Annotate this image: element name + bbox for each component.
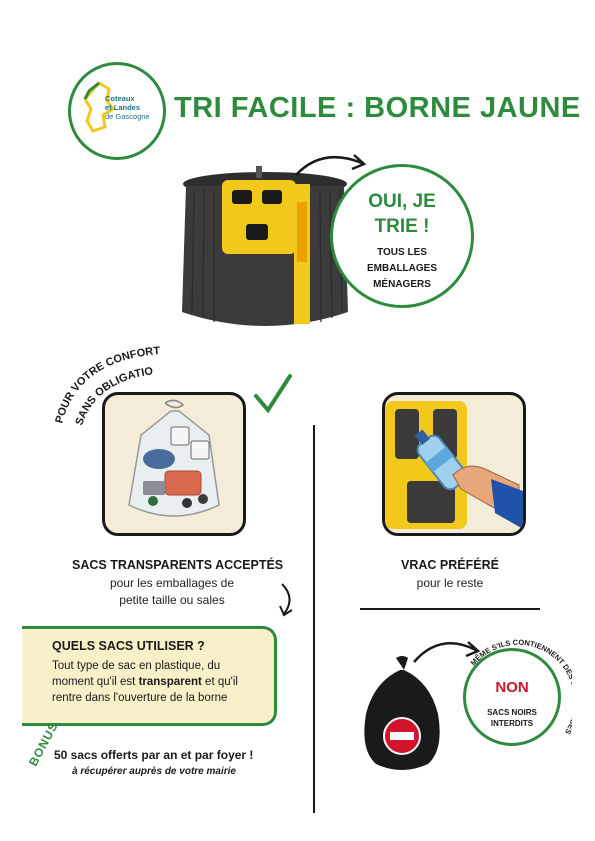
non-title: NON xyxy=(495,679,529,696)
logo: Coteaux et Landes de Gascogne xyxy=(68,62,166,160)
oui-je-trie-callout: OUI, JE TRIE ! TOUS LES EMBALLAGES MÉNAG… xyxy=(330,164,474,308)
quels-sacs-line-2b: transparent xyxy=(138,676,202,688)
non-sub-line-1: SACS NOIRS xyxy=(487,708,537,717)
quels-sacs-body: Tout type de sac en plastique, du moment… xyxy=(52,658,274,706)
vertical-divider xyxy=(313,425,315,813)
svg-text:MÊME S'ILS CONTIENNENT DES EMB: MÊME S'ILS CONTIENNENT DES EMBALLAGES xyxy=(469,638,572,736)
right-text: pour le reste xyxy=(416,576,484,590)
bonus-sub: à récupérer auprès de votre mairie xyxy=(72,766,236,777)
oui-sub-line-1: TOUS LES xyxy=(377,247,427,258)
oui-sub-line-2: EMBALLAGES xyxy=(367,263,437,274)
quels-sacs-line-1: Tout type de sac en plastique, du xyxy=(52,660,221,672)
left-text-line-1: pour les emballages de xyxy=(109,576,235,590)
oui-sub-line-3: MÉNAGERS xyxy=(373,279,431,290)
logo-map-icon xyxy=(83,81,116,133)
check-icon xyxy=(254,374,292,414)
left-heading: SACS TRANSPARENTS ACCEPTÉS xyxy=(72,558,284,572)
arrow-down-icon xyxy=(279,583,293,617)
left-text: pour les emballages de petite taille ou … xyxy=(72,575,272,609)
non-arc-label: MÊME S'ILS CONTIENNENT DES EMBALLAGES xyxy=(469,638,572,736)
bottle-in-hand-icon xyxy=(385,401,523,529)
non-arc-text: MÊME S'ILS CONTIENNENT DES EMBALLAGES xyxy=(469,638,572,736)
non-callout: NON SACS NOIRS INTERDITS xyxy=(463,648,561,746)
logo-line-2: et Landes xyxy=(105,103,141,112)
logo-line-3: de Gascogne xyxy=(105,112,150,121)
horizontal-divider xyxy=(360,608,540,610)
logo-text: Coteaux et Landes de Gascogne xyxy=(105,94,157,121)
quels-sacs-line-2a: moment qu'il est xyxy=(52,676,139,688)
quels-sacs-line-3: rentre dans l'ouverture de la borne xyxy=(52,692,228,704)
oui-title-line-2: TRIE ! xyxy=(374,216,430,237)
borne-jaune-illustration xyxy=(182,166,348,326)
quels-sacs-box: QUELS SACS UTILISER ? Tout type de sac e… xyxy=(22,626,277,726)
transparent-bag-icon xyxy=(128,399,220,517)
vrac-card xyxy=(382,392,526,536)
arrow-oui-icon xyxy=(295,154,367,176)
non-sub-line-2: INTERDITS xyxy=(490,719,534,728)
arrow-non-icon xyxy=(413,641,481,663)
oui-subtitle: TOUS LES EMBALLAGES MÉNAGERS xyxy=(333,245,471,293)
page-title: TRI FACILE : BORNE JAUNE xyxy=(174,92,581,124)
quels-sacs-title: QUELS SACS UTILISER ? xyxy=(52,639,205,653)
non-subtitle: SACS NOIRS INTERDITS xyxy=(472,707,552,729)
logo-line-1: Coteaux xyxy=(105,94,135,103)
bonus-main: 50 sacs offerts par an et par foyer ! xyxy=(54,748,254,762)
left-text-line-2: petite taille ou sales xyxy=(119,593,225,607)
quels-sacs-line-2c: et qu'il xyxy=(201,676,238,688)
black-bag-icon xyxy=(364,656,440,770)
right-heading: VRAC PRÉFÉRÉ xyxy=(401,558,499,572)
quels-sacs-line-2: moment qu'il est transparent et qu'il xyxy=(52,674,274,690)
oui-title-line-1: OUI, JE xyxy=(368,191,436,212)
transparent-bag-card xyxy=(102,392,246,536)
oui-title: OUI, JE TRIE ! xyxy=(333,189,471,239)
